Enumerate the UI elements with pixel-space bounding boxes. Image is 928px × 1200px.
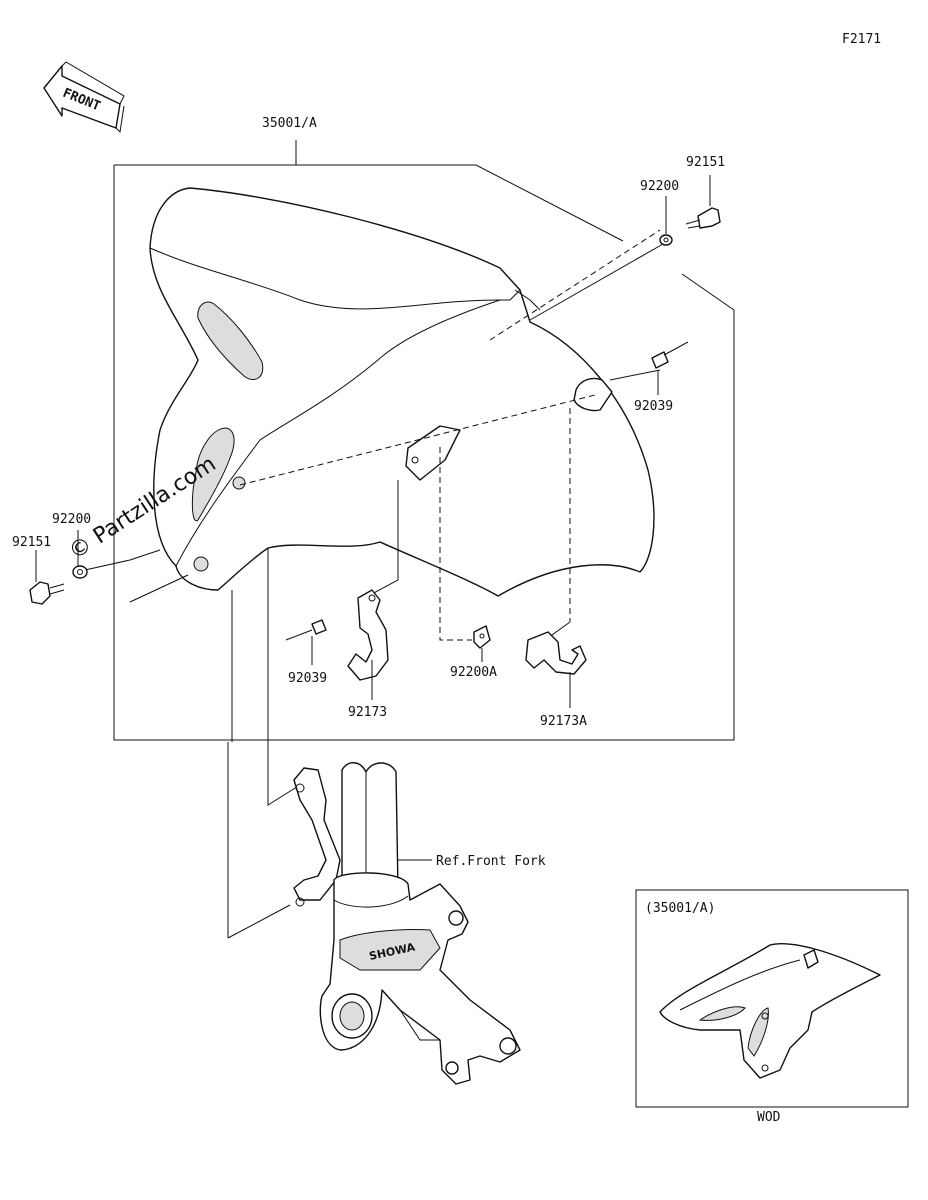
inset-fender-icon bbox=[659, 943, 881, 1079]
washer-mid-icon bbox=[473, 625, 491, 649]
front-fork: SHOWA bbox=[293, 762, 521, 1085]
label-92173A: 92173A bbox=[540, 714, 587, 729]
label-front-fork: Ref.Front Fork bbox=[436, 854, 546, 869]
assembly-frame bbox=[113, 140, 735, 741]
leader-lines bbox=[84, 229, 671, 939]
label-92151-right: 92151 bbox=[686, 155, 725, 170]
label-92173: 92173 bbox=[348, 705, 387, 720]
front-arrow-icon: FRONT bbox=[43, 61, 125, 134]
label-92200-right: 92200 bbox=[640, 179, 679, 194]
label-92200-left: 92200 bbox=[52, 512, 91, 527]
clamp-left-icon bbox=[347, 589, 389, 681]
bolt-right-icon bbox=[685, 207, 721, 229]
bolt-left-icon bbox=[29, 581, 65, 605]
rivet-right-icon bbox=[651, 341, 689, 369]
washer-right-icon bbox=[659, 234, 673, 246]
label-92039-left: 92039 bbox=[288, 671, 327, 686]
inset-caption: WOD bbox=[757, 1110, 781, 1125]
label-35001A: 35001/A bbox=[262, 116, 317, 131]
front-fender bbox=[149, 187, 655, 597]
label-92151-left: 92151 bbox=[12, 535, 51, 550]
figure-code: F2171 bbox=[842, 32, 881, 47]
clamp-right-icon bbox=[525, 631, 587, 675]
washer-left-icon bbox=[72, 565, 88, 579]
label-92039-right: 92039 bbox=[634, 399, 673, 414]
label-92200A: 92200A bbox=[450, 665, 497, 680]
rivet-left-icon bbox=[285, 619, 327, 641]
inset-title: (35001/A) bbox=[645, 901, 715, 916]
